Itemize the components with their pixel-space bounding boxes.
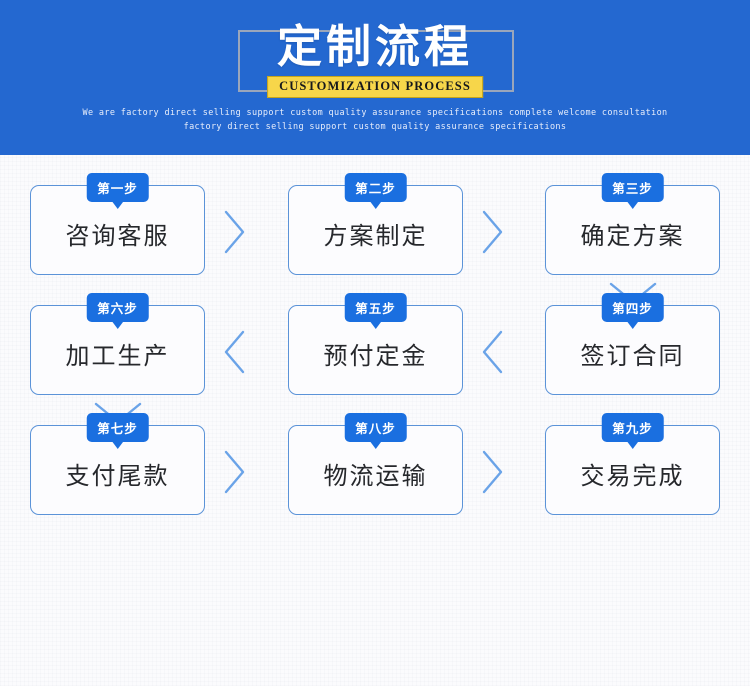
step-badge: 第四步: [601, 293, 664, 322]
header-banner: 定制流程 CUSTOMIZATION PROCESS We are factor…: [0, 0, 750, 155]
chevron-right-icon: [480, 449, 506, 495]
process-row-2: 第六步 加工生产 第五步 预付定金 第四步 签订合同: [0, 275, 750, 424]
step-badge: 第一步: [86, 173, 149, 202]
step-badge: 第八步: [344, 413, 407, 442]
banner-description-line-1: We are factory direct selling support cu…: [82, 108, 668, 118]
step-card-label: 确定方案: [580, 221, 685, 250]
chevron-right-icon: [480, 209, 506, 255]
step-badge: 第九步: [601, 413, 664, 442]
process-step-card-6[interactable]: 第六步 加工生产: [30, 293, 205, 395]
process-step-card-9[interactable]: 第九步 交易完成: [545, 413, 720, 515]
process-row-3: 第七步 支付尾款 第八步 物流运输 第九步 交易完成: [0, 395, 750, 515]
step-card-label: 签订合同: [580, 341, 685, 370]
process-step-card-1[interactable]: 第一步 咨询客服: [30, 173, 205, 275]
step-card-body: 确定方案: [545, 185, 720, 275]
step-card-label: 预付定金: [323, 341, 428, 370]
banner-description: We are factory direct selling support cu…: [0, 106, 750, 134]
step-card-label: 交易完成: [580, 461, 685, 490]
chevron-left-icon: [480, 329, 506, 375]
chevron-left-icon: [222, 329, 248, 375]
step-card-label: 加工生产: [65, 341, 170, 370]
step-card-label: 咨询客服: [65, 221, 170, 250]
process-step-card-4[interactable]: 第四步 签订合同: [545, 293, 720, 395]
banner-description-line-2: factory direct selling support custom qu…: [183, 122, 567, 132]
english-subtitle-badge: CUSTOMIZATION PROCESS: [267, 76, 483, 98]
step-badge: 第二步: [344, 173, 407, 202]
process-step-card-7[interactable]: 第七步 支付尾款: [30, 413, 205, 515]
process-step-card-2[interactable]: 第二步 方案制定: [288, 173, 463, 275]
step-card-label: 物流运输: [323, 461, 428, 490]
step-badge: 第五步: [344, 293, 407, 322]
process-step-card-3[interactable]: 第三步 确定方案: [545, 173, 720, 275]
process-flow: 第一步 咨询客服 第二步 方案制定 第三步 确定方案: [0, 155, 750, 515]
chevron-right-icon: [222, 449, 248, 495]
step-card-label: 支付尾款: [65, 461, 170, 490]
process-step-card-8[interactable]: 第八步 物流运输: [288, 413, 463, 515]
process-row-1: 第一步 咨询客服 第二步 方案制定 第三步 确定方案: [0, 155, 750, 304]
step-badge: 第六步: [86, 293, 149, 322]
process-step-card-5[interactable]: 第五步 预付定金: [288, 293, 463, 395]
step-badge: 第三步: [601, 173, 664, 202]
chevron-right-icon: [222, 209, 248, 255]
page-title: 定制流程: [276, 20, 473, 73]
step-badge: 第七步: [86, 413, 149, 442]
step-card-label: 方案制定: [323, 221, 428, 250]
